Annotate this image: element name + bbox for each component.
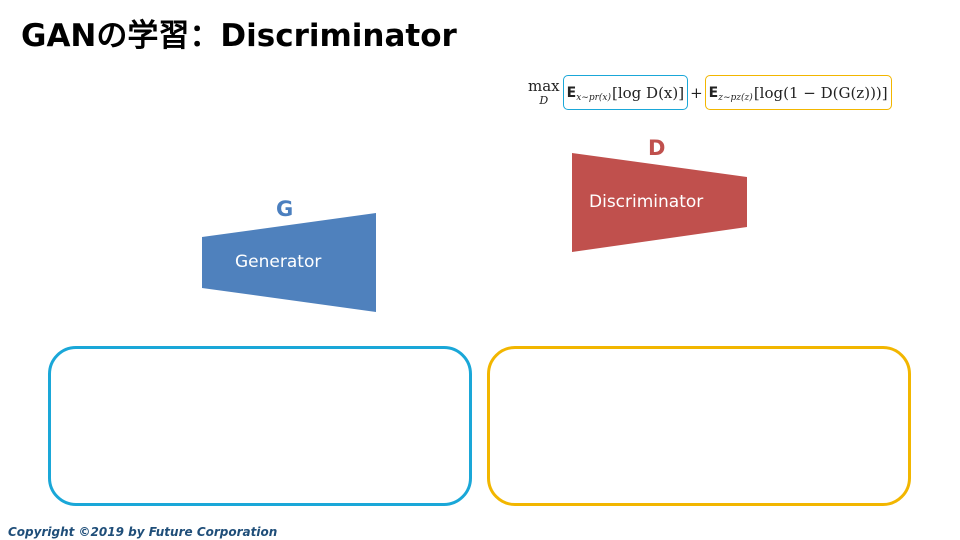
max-operator: max D: [528, 77, 560, 107]
real-term-body: [log D(x)]: [612, 83, 685, 102]
generator-label: Generator: [235, 252, 322, 272]
fake-data-term: E z∼pz(z) [log(1 − D(G(z)))]: [704, 75, 892, 110]
objective-formula: max D E x∼pr(x) [log D(x)] + E z∼pz(z) […: [528, 74, 892, 111]
real-data-term: E x∼pr(x) [log D(x)]: [562, 75, 689, 110]
max-op-subscript: D: [539, 94, 549, 107]
expectation-subscript-fake: z∼pz(z): [718, 92, 753, 103]
generator-shape: [202, 213, 376, 312]
expectation-symbol-real: E: [566, 84, 577, 101]
max-op-label: max: [528, 77, 560, 95]
expectation-symbol-fake: E: [708, 84, 719, 101]
discriminator-shape: [572, 153, 747, 252]
fake-term-body: [log(1 − D(G(z)))]: [753, 83, 888, 102]
discriminator-letter: D: [648, 136, 666, 160]
discriminator-label: Discriminator: [589, 192, 704, 212]
expectation-subscript-real: x∼pr(x): [576, 92, 611, 103]
copyright-notice: Copyright ©2019 by Future Corporation: [8, 525, 278, 539]
slide-title: GANの学習：Discriminator: [21, 18, 457, 54]
real-data-box: [48, 346, 472, 506]
plus-sign: +: [690, 83, 703, 102]
fake-data-box: [487, 346, 911, 506]
generator-letter: G: [276, 197, 294, 221]
